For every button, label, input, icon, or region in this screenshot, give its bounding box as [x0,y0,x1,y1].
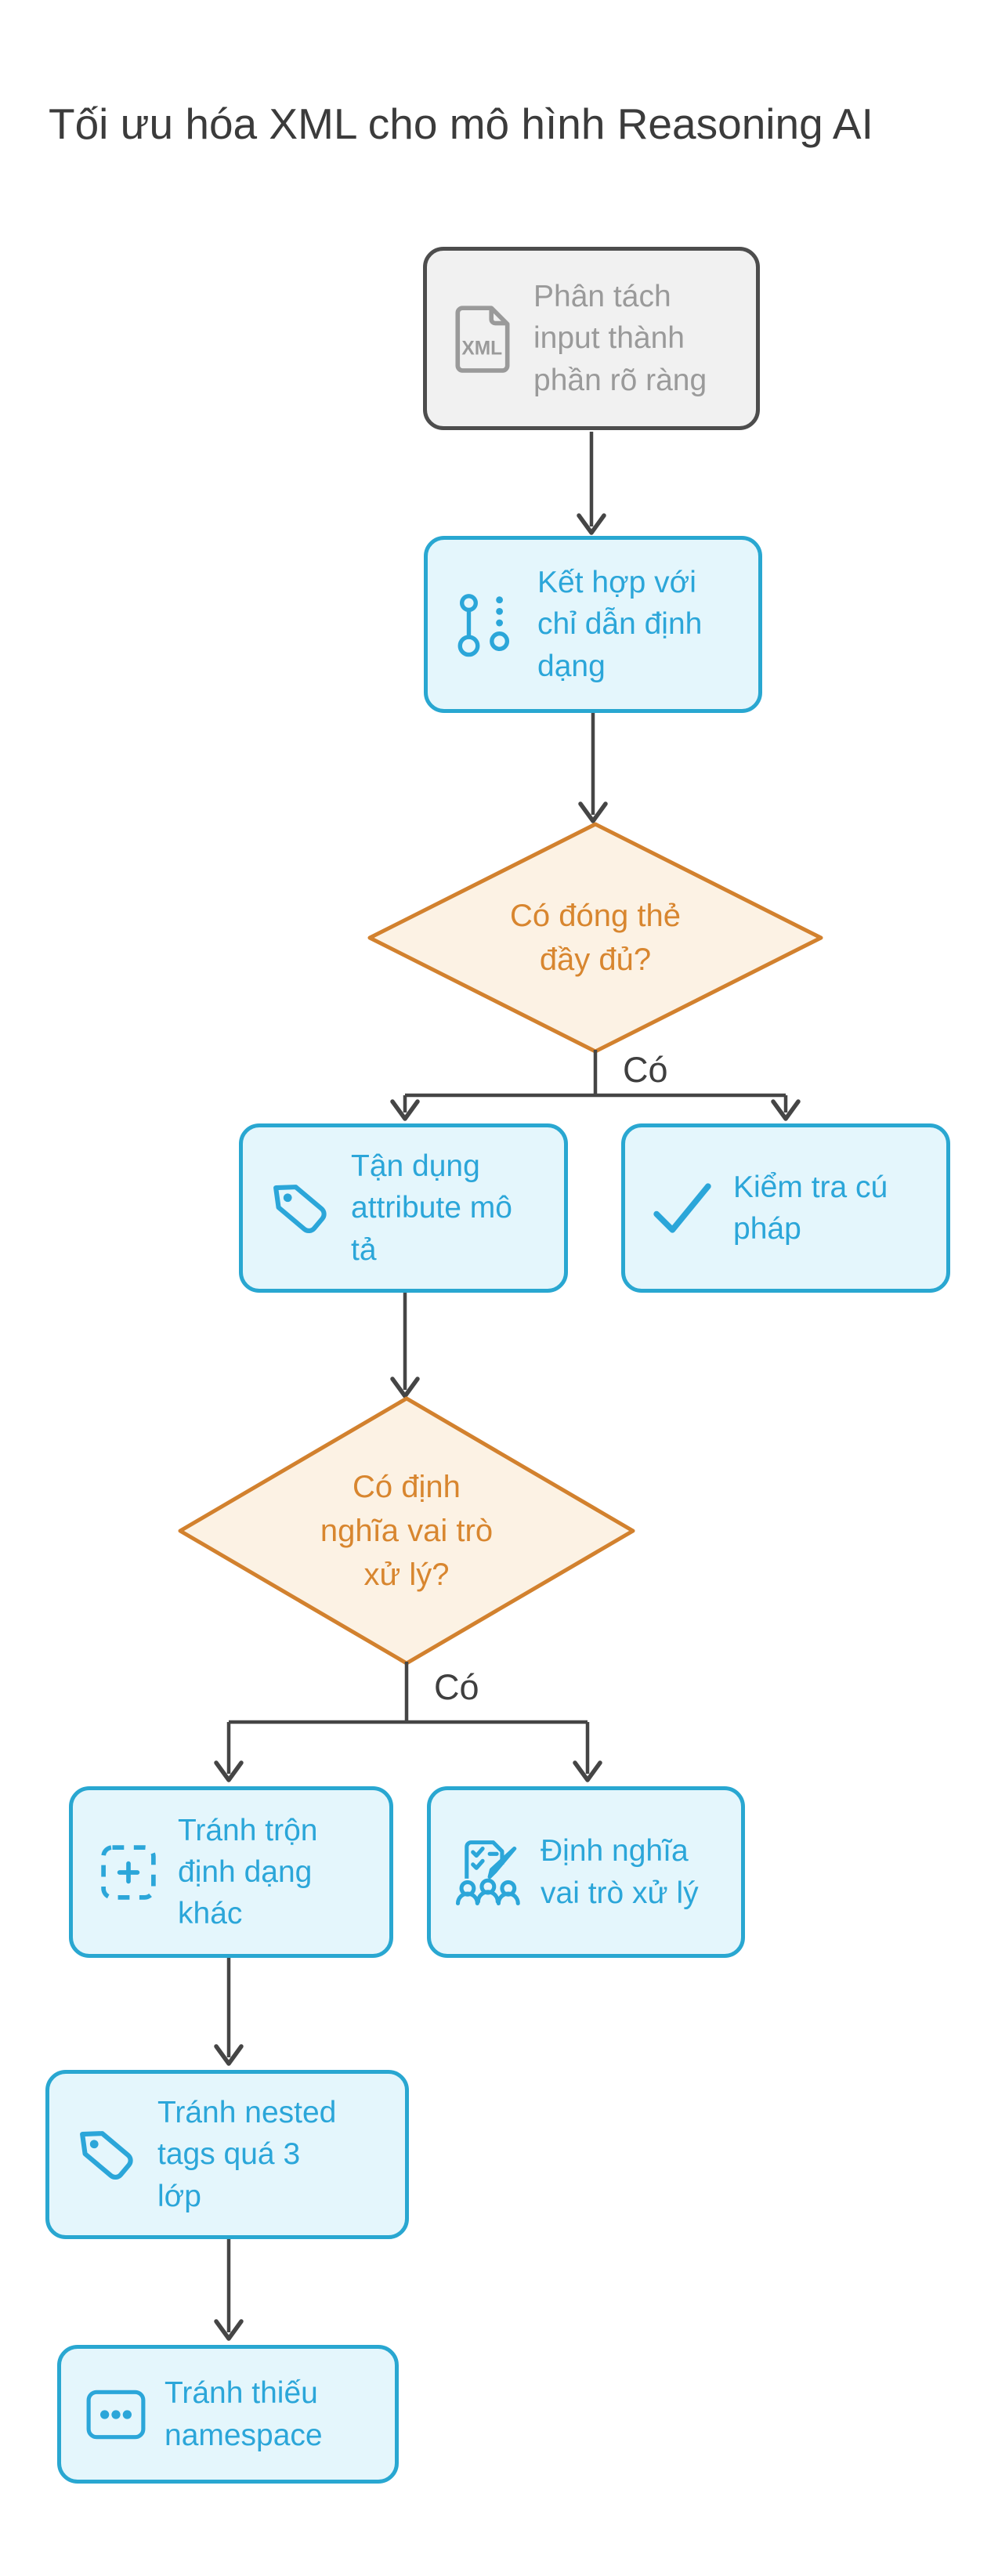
arrowhead-icon [214,1760,244,1782]
node-label: Tránh trộn định dạng khác [178,1813,318,1931]
node-label: Định nghĩa vai trò xử lý [541,1834,699,1910]
xml-file-icon: XML [450,303,516,374]
node-combine-format: Kết hợp với chỉ dẫn định dạng [424,536,762,713]
node-use-attributes: Tận dụng attribute mô tả [239,1123,568,1293]
node-define-roles: Định nghĩa vai trò xử lý [427,1786,745,1958]
node-avoid-missing-namespace: Tránh thiếu namespace [57,2345,399,2484]
page-title: Tối ưu hóa XML cho mô hình Reasoning AI [49,99,873,148]
arrowhead-icon [390,1377,420,1398]
tag-icon [266,1174,334,1242]
node-avoid-deep-nesting: Tránh nested tags quá 3 lớp [45,2070,409,2239]
arrowhead-icon [214,2044,244,2066]
arrowhead-icon [390,1099,420,1121]
node-avoid-mixing: Tránh trộn định dạng khác [69,1786,393,1958]
arrowhead-icon [771,1099,801,1121]
arrowhead-icon [214,2319,244,2341]
node-label: Kiểm tra cú pháp [733,1170,888,1246]
decision-closed-tags-label: Có đóng thẻ đầy đủ? [510,899,681,977]
arrowhead-icon [573,1760,602,1782]
edge-decision2-split [226,1662,590,1774]
node-label: Kết hợp với chỉ dẫn định dạng [537,566,703,683]
node-label: Tránh nested tags quá 3 lớp [157,2096,337,2213]
ellipsis-box-icon [85,2387,147,2442]
selection-frame-icon [96,1840,161,1905]
node-parse-input: XML Phân tách input thành phần rõ ràng [423,247,760,430]
node-label: Tránh thiếu namespace [165,2376,323,2452]
arrowhead-icon [578,801,608,823]
arrowhead-icon [577,513,606,535]
node-label: Tận dụng attribute mô tả [351,1149,512,1267]
edge-decision1-split [403,1050,788,1113]
workflow-steps-icon [451,589,520,660]
node-check-syntax: Kiểm tra cú pháp [621,1123,950,1293]
check-icon [649,1174,716,1242]
tag-icon [73,2121,140,2188]
edge-label-yes-2: Có [434,1667,479,1707]
svg-text:XML: XML [461,338,502,359]
node-label: Phân tách input thành phần rõ ràng [533,280,707,397]
decision-roles-label: Có định nghĩa vai trò xử lý? [320,1470,494,1592]
edge-label-yes-1: Có [623,1050,668,1090]
roles-doc-icon [454,1838,523,1907]
